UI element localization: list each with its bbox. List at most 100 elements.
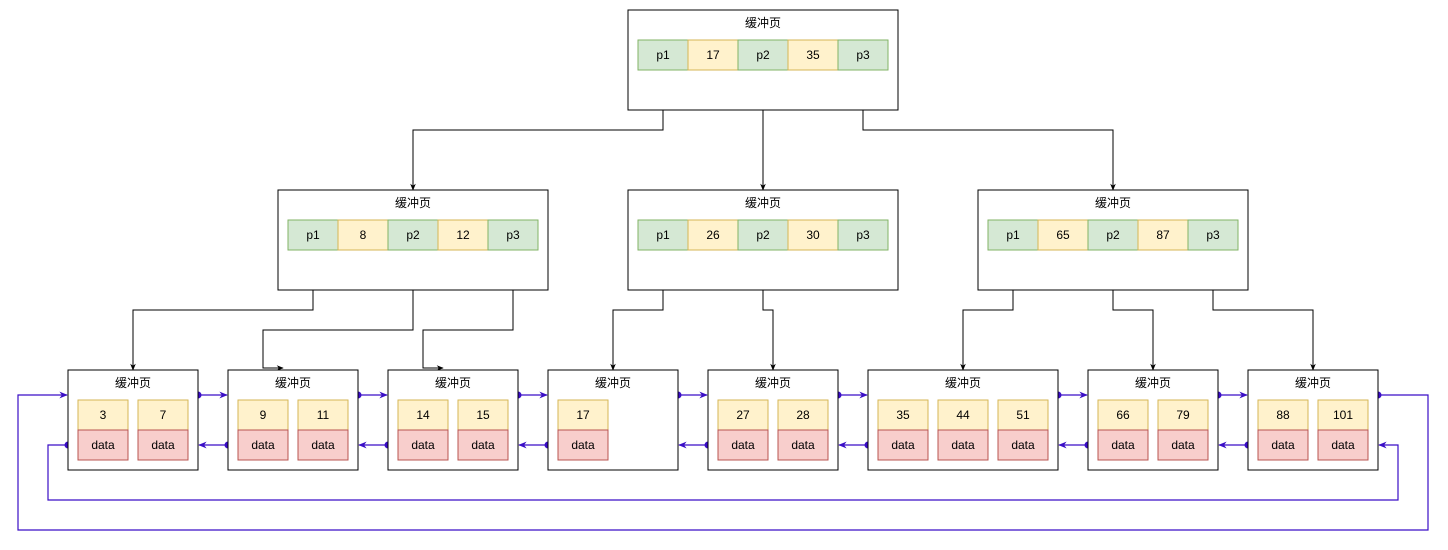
key-label: 35 <box>806 48 820 62</box>
data-cell <box>1257 429 1309 461</box>
pointer-label: p3 <box>856 48 870 62</box>
leaf-node-7-title: 缓冲页 <box>1135 375 1171 390</box>
root-pointer-edge <box>862 70 1116 191</box>
key-label: 9 <box>260 408 267 422</box>
data-label: data <box>1011 438 1035 452</box>
data-cell <box>1097 429 1149 461</box>
data-label: data <box>251 438 275 452</box>
leaf-node-3-title: 缓冲页 <box>435 375 471 390</box>
key-cell <box>787 219 839 251</box>
key-label: 17 <box>576 408 590 422</box>
data-label: data <box>411 438 435 452</box>
key-label: 15 <box>476 408 490 422</box>
key-label: 88 <box>1276 408 1290 422</box>
key-label: 14 <box>416 408 430 422</box>
key-cell <box>687 39 739 71</box>
leaf-node-8-title: 缓冲页 <box>1295 375 1331 390</box>
data-cell <box>997 429 1049 461</box>
key-label: 101 <box>1333 408 1353 422</box>
key-cell <box>457 399 509 431</box>
key-label: 51 <box>1016 408 1030 422</box>
pointer-label: p2 <box>756 48 770 62</box>
pointer-label: p2 <box>756 228 770 242</box>
data-label: data <box>891 438 915 452</box>
pointer-label: p2 <box>1106 228 1120 242</box>
key-label: 28 <box>796 408 810 422</box>
root-node-title: 缓冲页 <box>745 15 781 30</box>
internal-pointer-edge <box>262 250 414 371</box>
key-label: 87 <box>1156 228 1170 242</box>
key-label: 65 <box>1056 228 1070 242</box>
leaf-node-2-title: 缓冲页 <box>275 375 311 390</box>
key-cell <box>877 399 929 431</box>
key-cell <box>557 399 609 431</box>
key-cell <box>717 399 769 431</box>
key-label: 35 <box>896 408 910 422</box>
key-cell <box>937 399 989 431</box>
leaf-node-1-title: 缓冲页 <box>115 375 151 390</box>
data-label: data <box>151 438 175 452</box>
key-label: 27 <box>736 408 750 422</box>
data-cell <box>297 429 349 461</box>
data-cell <box>237 429 289 461</box>
pointer-label: p2 <box>406 228 420 242</box>
pointer-cell <box>1187 219 1239 251</box>
data-cell <box>1157 429 1209 461</box>
data-label: data <box>731 438 755 452</box>
pointer-label: p1 <box>306 228 320 242</box>
data-label: data <box>1111 438 1135 452</box>
data-cell <box>877 429 929 461</box>
key-label: 7 <box>160 408 167 422</box>
data-cell <box>1317 429 1369 461</box>
internal-node-1-title: 缓冲页 <box>395 195 431 210</box>
key-cell <box>1317 399 1369 431</box>
data-label: data <box>791 438 815 452</box>
key-cell <box>777 399 829 431</box>
wrap-next-link <box>17 391 1429 531</box>
key-cell <box>1037 219 1089 251</box>
pointer-cell <box>737 219 789 251</box>
internal-node-2-title: 缓冲页 <box>745 195 781 210</box>
data-label: data <box>1271 438 1295 452</box>
key-label: 3 <box>100 408 107 422</box>
data-label: data <box>1331 438 1355 452</box>
key-cell <box>297 399 349 431</box>
leaf-node-8: 缓冲页 88 data 101 data <box>1247 369 1379 471</box>
pointer-label: p3 <box>1206 228 1220 242</box>
pointer-label: p3 <box>506 228 520 242</box>
key-cell <box>687 219 739 251</box>
data-label: data <box>1171 438 1195 452</box>
key-cell <box>77 399 129 431</box>
data-cell <box>137 429 189 461</box>
key-cell <box>997 399 1049 431</box>
data-cell <box>717 429 769 461</box>
pointer-cell <box>487 219 539 251</box>
key-cell <box>237 399 289 431</box>
leaf-node-6-title: 缓冲页 <box>945 375 981 390</box>
pointer-cell <box>837 219 889 251</box>
key-label: 17 <box>706 48 720 62</box>
key-label: 30 <box>806 228 820 242</box>
key-cell <box>397 399 449 431</box>
pointer-cell <box>637 39 689 71</box>
data-label: data <box>571 438 595 452</box>
key-label: 79 <box>1176 408 1190 422</box>
data-cell <box>457 429 509 461</box>
internal-node-3-title: 缓冲页 <box>1095 195 1131 210</box>
key-cell <box>137 399 189 431</box>
pointer-cell <box>837 39 889 71</box>
pointer-label: p3 <box>856 228 870 242</box>
data-label: data <box>311 438 335 452</box>
internal-pointer-edge <box>422 250 514 371</box>
